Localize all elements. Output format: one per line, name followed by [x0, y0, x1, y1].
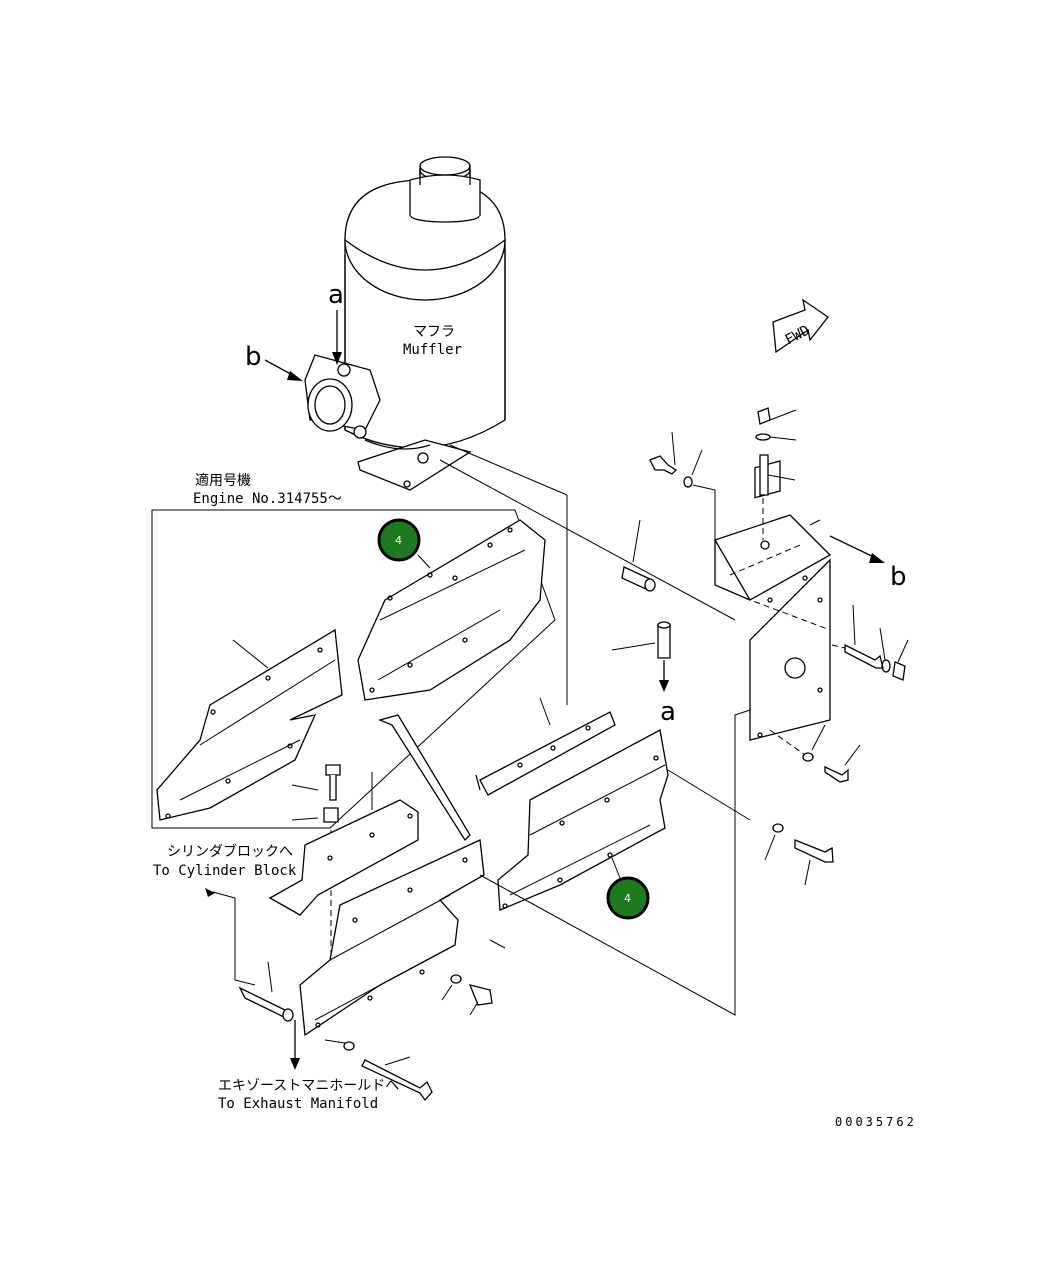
drawing-number: 00035762 — [835, 1115, 917, 1129]
long-bolt — [361, 1059, 433, 1102]
applicable-frame — [151, 509, 556, 829]
mounting-top — [714, 514, 832, 601]
exhaust-manifold-label-en: To Exhaust Manifold — [218, 1096, 378, 1112]
svg-text:4: 4 — [395, 534, 402, 547]
heat-shield-left — [156, 628, 343, 821]
ref-label-a-bottom: a — [660, 697, 676, 727]
svg-text:4: 4 — [624, 892, 631, 905]
ref-label-b-right: b — [890, 562, 907, 592]
cylinder-block-label-en: To Cylinder Block — [153, 863, 297, 879]
muffler-label-en: Muffler — [403, 342, 462, 358]
fwd-arrow-icon: FWD — [772, 298, 829, 354]
assembly-arrow-icon — [378, 714, 471, 842]
engine-number-label: Engine No.314755～ — [193, 491, 342, 507]
heat-shield-upper — [357, 519, 546, 701]
muffler — [304, 156, 506, 491]
callout-badge-upper: 4 — [377, 518, 421, 562]
heat-shield-center — [497, 729, 669, 911]
muffler-label-jp: マフラ — [413, 324, 455, 340]
applicable-label-jp: 適用号機 — [195, 472, 251, 489]
ref-label-b-left: b — [245, 342, 262, 372]
cylinder-block-label-jp: シリンダブロックへ — [167, 843, 293, 860]
strip-bracket — [479, 711, 616, 796]
callout-badge-lower: 4 — [606, 876, 650, 920]
mounting-plate — [749, 558, 831, 741]
ref-label-a-top: a — [328, 280, 344, 310]
exhaust-manifold-label-jp: エキゾーストマニホールドへ — [218, 1078, 399, 1094]
angle-bracket — [268, 799, 419, 916]
